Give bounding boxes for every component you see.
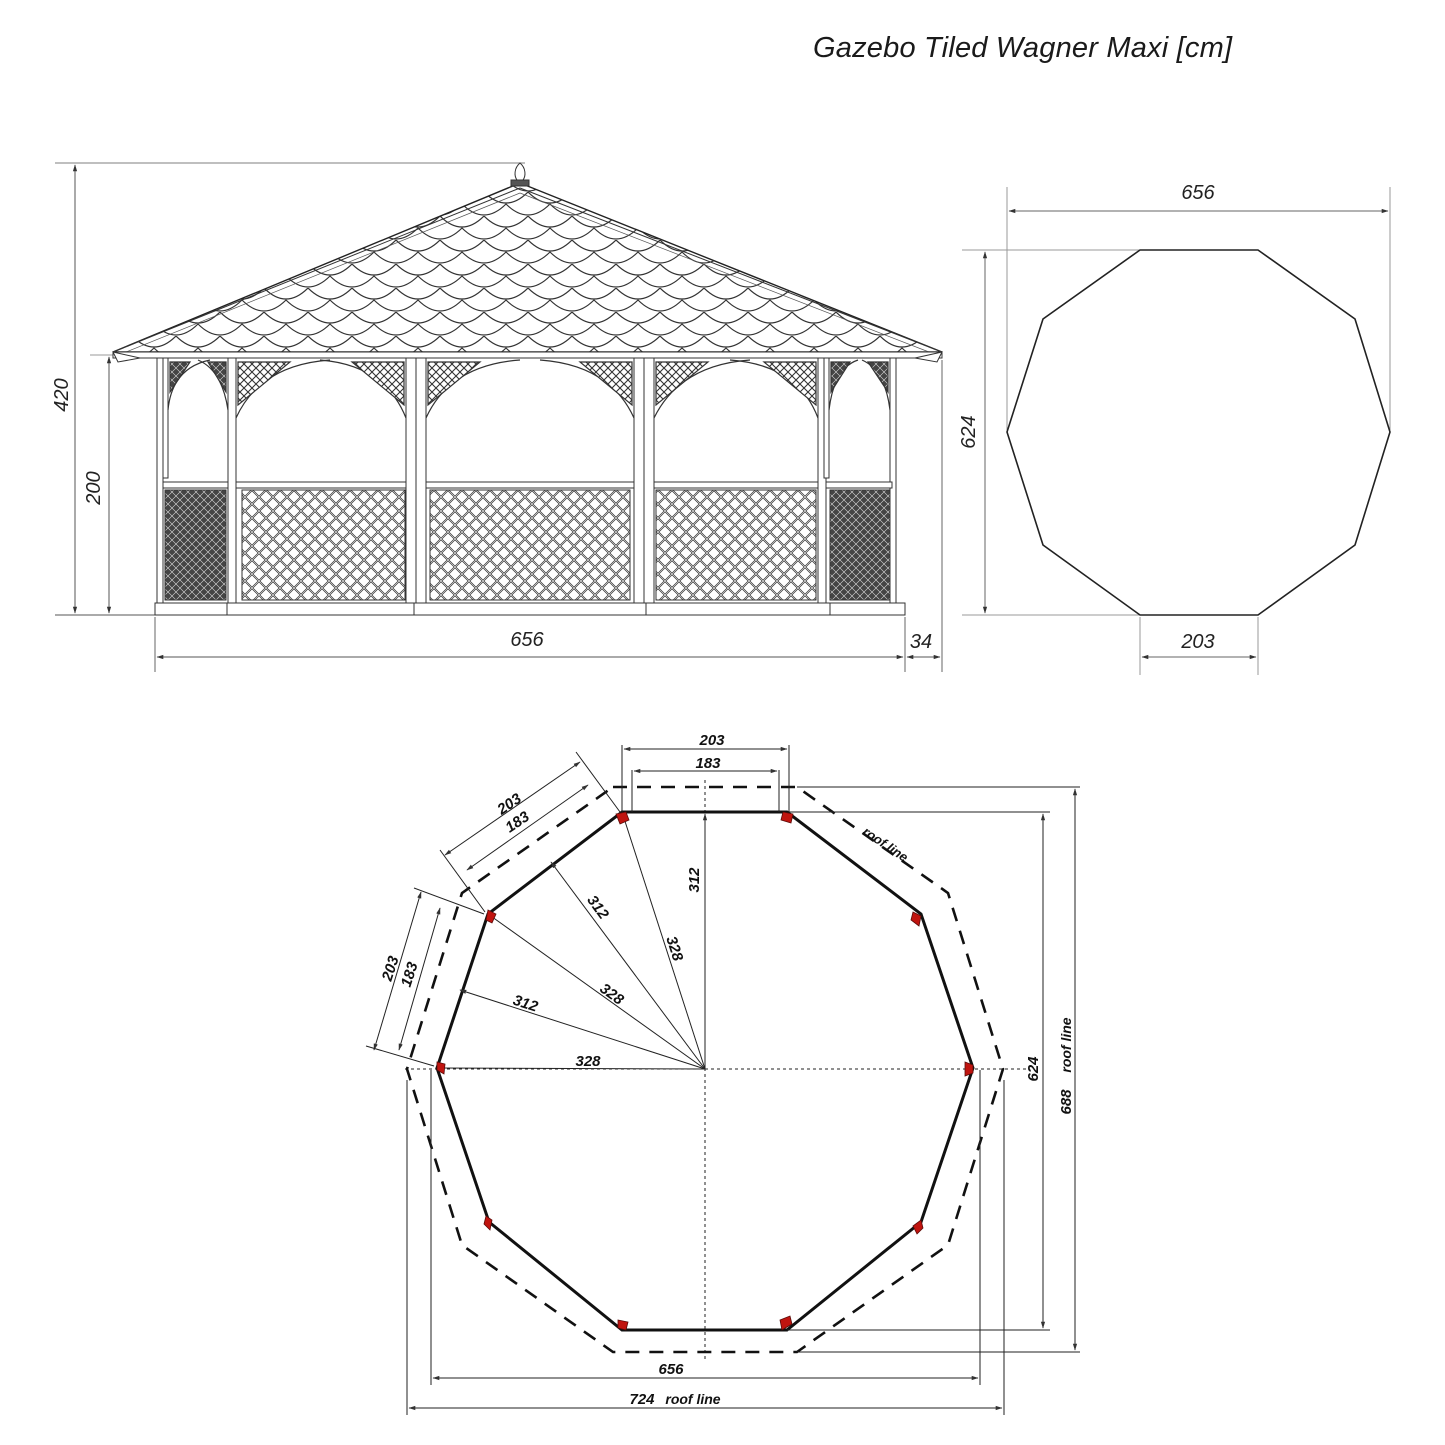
post-marker — [780, 811, 794, 824]
post-marker — [910, 911, 922, 927]
width-posts-label: 656 — [658, 1361, 684, 1378]
floor-plan: 312 312 328 328 312 328 203 183 203 183 — [365, 732, 1080, 1415]
post-markers — [436, 811, 974, 1331]
apothem-left-label: 312 — [511, 992, 541, 1016]
post-marker — [779, 1315, 793, 1331]
base-platform — [154, 602, 906, 616]
top-side-inner-label: 183 — [695, 755, 721, 772]
apothem-vertical-label: 312 — [686, 867, 703, 893]
top-side-outer-label: 203 — [698, 732, 725, 749]
post-marker — [617, 1319, 629, 1331]
height-wall-label: 200 — [83, 471, 105, 505]
radius-diag1-label: 328 — [662, 934, 686, 964]
depth-roof-caption: roof line — [1058, 1017, 1074, 1072]
depth-roof-label: 688 — [1058, 1089, 1075, 1115]
base-width-label: 656 — [510, 629, 544, 651]
posts — [156, 357, 897, 604]
width-roof-caption: roof line — [665, 1391, 720, 1407]
tiled-roof — [112, 162, 943, 363]
front-elevation: 420 200 — [51, 162, 943, 672]
post-marker — [436, 1061, 446, 1075]
lattice-panels — [162, 481, 893, 601]
top-depth-label: 624 — [958, 415, 980, 448]
drawing-title: Gazebo Tiled Wagner Maxi [cm] — [813, 32, 1233, 64]
radius-horizontal-label: 328 — [575, 1053, 601, 1070]
width-roof-label: 724 — [629, 1391, 655, 1408]
top-width-label: 656 — [1181, 182, 1215, 204]
post-marker — [483, 1215, 493, 1231]
apothem-diag-label: 312 — [583, 892, 612, 923]
overhang-label: 34 — [910, 631, 932, 653]
post-marker — [615, 811, 630, 825]
roof-line-label: roof line — [860, 824, 911, 865]
top-view-outline: 656 624 203 — [958, 182, 1391, 675]
top-side-label: 203 — [1180, 631, 1214, 653]
post-marker — [485, 909, 497, 924]
post-marker — [912, 1219, 924, 1235]
post-marker — [964, 1061, 974, 1077]
height-total-label: 420 — [51, 378, 73, 411]
depth-posts-label: 624 — [1025, 1056, 1042, 1082]
radius-diag2-label: 328 — [597, 980, 628, 1009]
arch-brackets — [167, 359, 891, 419]
